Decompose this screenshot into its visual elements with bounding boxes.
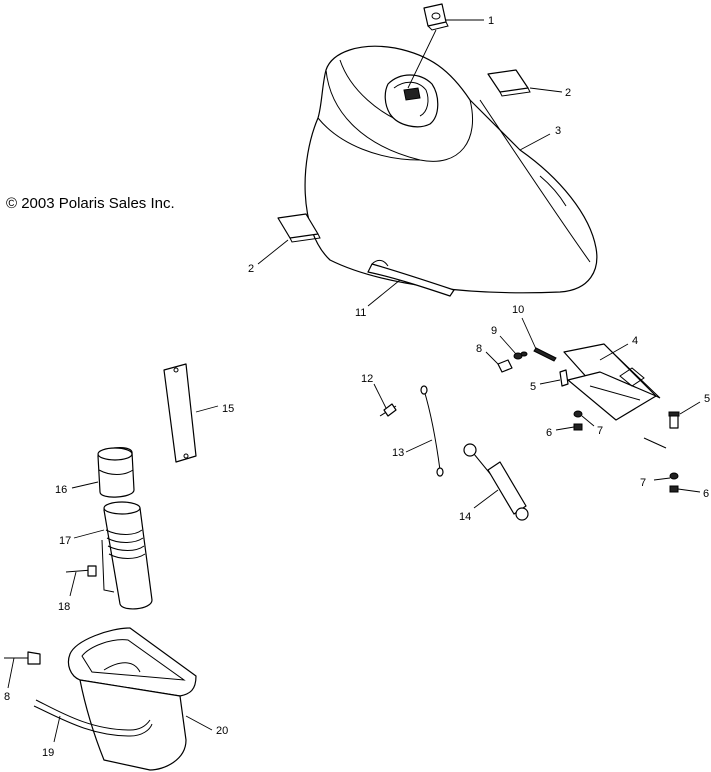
nut-6-left (573, 423, 583, 431)
callout-3: 3 (555, 125, 561, 137)
rivet-18 (65, 565, 97, 577)
storage-bin-20 (67, 627, 197, 771)
callout-9: 9 (491, 325, 497, 337)
latch-clip (423, 3, 449, 31)
callout-18: 18 (58, 601, 70, 613)
callout-5-upper: 5 (530, 381, 536, 393)
callout-6-left: 6 (546, 427, 552, 439)
callout-17: 17 (59, 535, 71, 547)
hood-cover (304, 45, 598, 294)
callout-8-lower: 8 (4, 691, 10, 703)
container-cap-16 (97, 447, 135, 498)
pin-rod (643, 437, 667, 449)
callout-6-right: 6 (703, 488, 709, 500)
callout-7-left: 7 (597, 425, 603, 437)
callout-7-right: 7 (640, 477, 646, 489)
callout-19: 19 (42, 747, 54, 759)
callout-16: 16 (55, 484, 67, 496)
cable-19 (33, 699, 153, 737)
callout-14: 14 (459, 511, 471, 523)
bumper-pad-lower (277, 213, 321, 243)
callout-11: 11 (355, 307, 366, 319)
washer-7-right (669, 472, 679, 480)
callout-10: 10 (512, 304, 524, 316)
fitting-8-lower (4, 651, 41, 665)
screw-5-upper (559, 369, 569, 387)
callout-2-upper: 2 (565, 87, 571, 99)
bumper-pad-upper (487, 69, 531, 97)
container-17 (101, 501, 153, 610)
bolt-10 (533, 347, 557, 362)
callout-1: 1 (488, 15, 494, 27)
copyright-text: © 2003 Polaris Sales Inc. (6, 195, 175, 212)
callout-12: 12 (361, 373, 373, 385)
callout-20: 20 (216, 725, 228, 737)
nut-8-upper (497, 359, 513, 373)
washer-7-left (573, 410, 583, 418)
hood-strap (367, 259, 455, 297)
hinge-bracket (563, 343, 661, 421)
washer-9 (513, 351, 528, 360)
callout-5-right: 5 (704, 393, 710, 405)
callout-4: 4 (632, 335, 638, 347)
callout-8-upper: 8 (476, 343, 482, 355)
nut-6-right (669, 485, 679, 493)
callout-2-lower: 2 (248, 263, 254, 275)
callout-15: 15 (222, 403, 234, 415)
clip-12 (379, 403, 397, 417)
plate-15 (163, 363, 197, 463)
gas-strut-14 (463, 443, 529, 521)
callout-13: 13 (392, 447, 404, 459)
screw-5-right (668, 411, 680, 429)
cable-13 (420, 385, 444, 477)
